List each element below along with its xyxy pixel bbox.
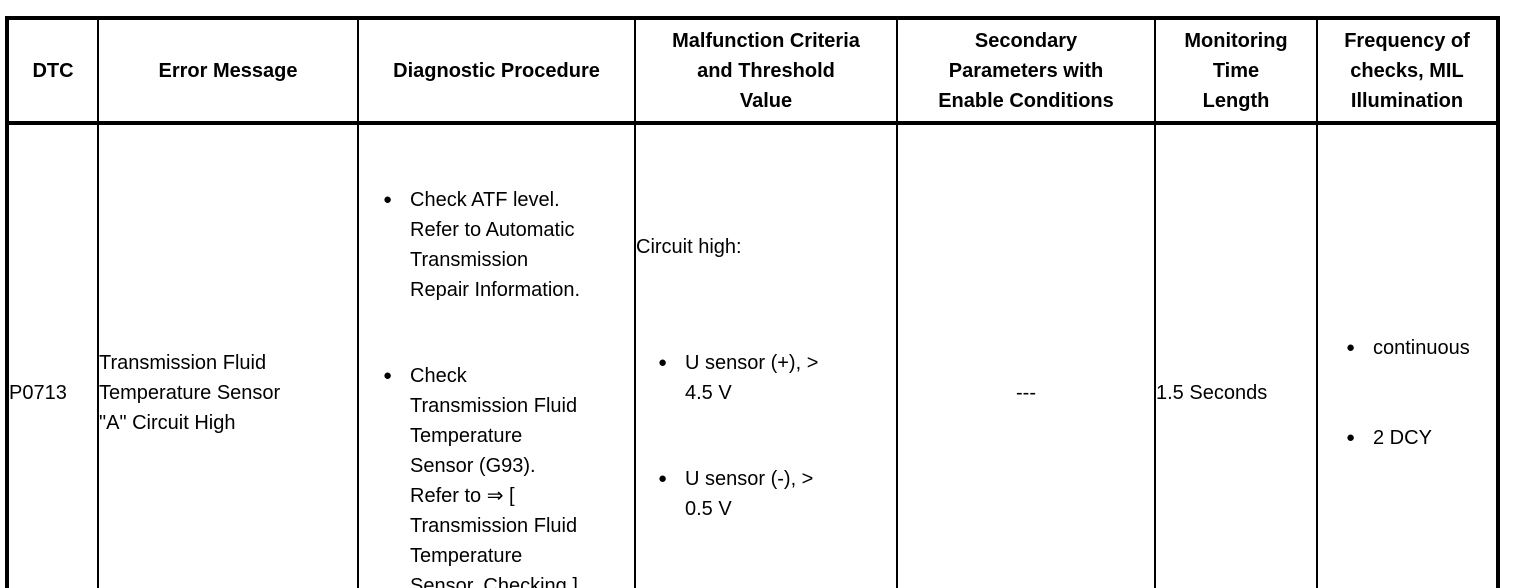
cell-dtc-code: P0713 <box>6 122 99 588</box>
cell-monitoring-time: 1.5 Seconds <box>1154 122 1318 588</box>
table-row: P0713 Transmission Fluid Temperature Sen… <box>6 122 1499 588</box>
header-cell-dtc: DTC <box>6 17 99 125</box>
header-cell-error-message: Error Message <box>97 17 359 125</box>
malfunction-intro-text: Circuit high: <box>636 236 742 258</box>
list-item: ● continuous <box>1346 333 1496 363</box>
list-item: ● U sensor (-), > 0.5 V <box>658 464 896 524</box>
cell-error-message: Transmission Fluid Temperature Sensor "A… <box>97 122 359 588</box>
table-header-row: DTC Error Message Diagnostic Procedure M… <box>6 17 1499 125</box>
bullet-icon: ● <box>1346 339 1356 356</box>
bullet-icon: ● <box>658 354 668 371</box>
frequency-list: ● continuous ● 2 DCY <box>1318 303 1496 483</box>
cell-frequency: ● continuous ● 2 DCY <box>1316 122 1499 588</box>
cell-diagnostic-procedure: ● Check ATF level. Refer to Automatic Tr… <box>357 122 636 588</box>
bullet-icon: ● <box>658 470 668 487</box>
list-item: ● 2 DCY <box>1346 423 1496 453</box>
header-cell-secondary-parameters: Secondary Parameters with Enable Conditi… <box>896 17 1156 125</box>
list-item-text: U sensor (+), > 4.5 V <box>685 352 819 404</box>
header-cell-frequency: Frequency of checks, MIL Illumination <box>1316 17 1499 125</box>
header-cell-malfunction-criteria: Malfunction Criteria and Threshold Value <box>634 17 898 125</box>
list-item-text: 2 DCY <box>1373 427 1432 449</box>
dtc-table: DTC Error Message Diagnostic Procedure M… <box>5 16 1500 588</box>
bullet-icon: ● <box>383 191 393 208</box>
list-item: ● Check Transmission Fluid Temperature S… <box>383 361 634 588</box>
malfunction-criteria-list: ● U sensor (+), > 4.5 V ● U sensor (-), … <box>636 318 896 554</box>
diagnostic-procedure-list: ● Check ATF level. Refer to Automatic Tr… <box>359 155 634 588</box>
header-cell-diagnostic-procedure: Diagnostic Procedure <box>357 17 636 125</box>
bullet-icon: ● <box>1346 429 1356 446</box>
list-item-text: continuous <box>1373 337 1470 359</box>
header-cell-monitoring-time: Monitoring Time Length <box>1154 17 1318 125</box>
list-item-text: Check ATF level. Refer to Automatic Tran… <box>410 189 581 301</box>
list-item-text: U sensor (-), > 0.5 V <box>685 468 814 520</box>
cell-malfunction-criteria: Circuit high: ● U sensor (+), > 4.5 V ● … <box>634 122 898 588</box>
bullet-icon: ● <box>383 367 393 384</box>
cell-secondary-parameters: --- <box>896 122 1156 588</box>
list-item-text: Check Transmission Fluid Temperature Sen… <box>410 365 584 588</box>
list-item: ● Check ATF level. Refer to Automatic Tr… <box>383 185 634 305</box>
list-item: ● U sensor (+), > 4.5 V <box>658 348 896 408</box>
